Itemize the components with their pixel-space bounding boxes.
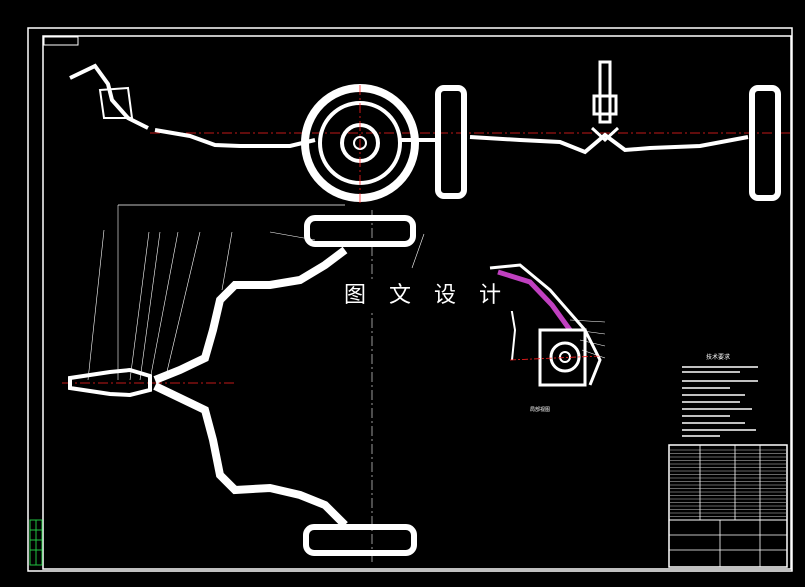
plan-tyre-top [304,215,416,247]
parts-list-rows [670,449,786,517]
outer-border [27,27,793,572]
plan-view [62,204,425,565]
revision-stamp [29,519,43,566]
tyre-left [435,85,467,199]
technical-notes [682,366,758,437]
plan-tyre-bottom [303,524,417,556]
inner-border [42,35,792,570]
tyre-right [749,85,781,201]
detail-view-label: 局部视图 [530,407,551,413]
drawing-number-box [43,36,79,46]
detail-view [489,263,606,387]
notes-title: 技术要求 [706,354,731,361]
watermark-text: 图 文 设 计 [338,281,515,311]
front-elevation-view [69,60,790,202]
